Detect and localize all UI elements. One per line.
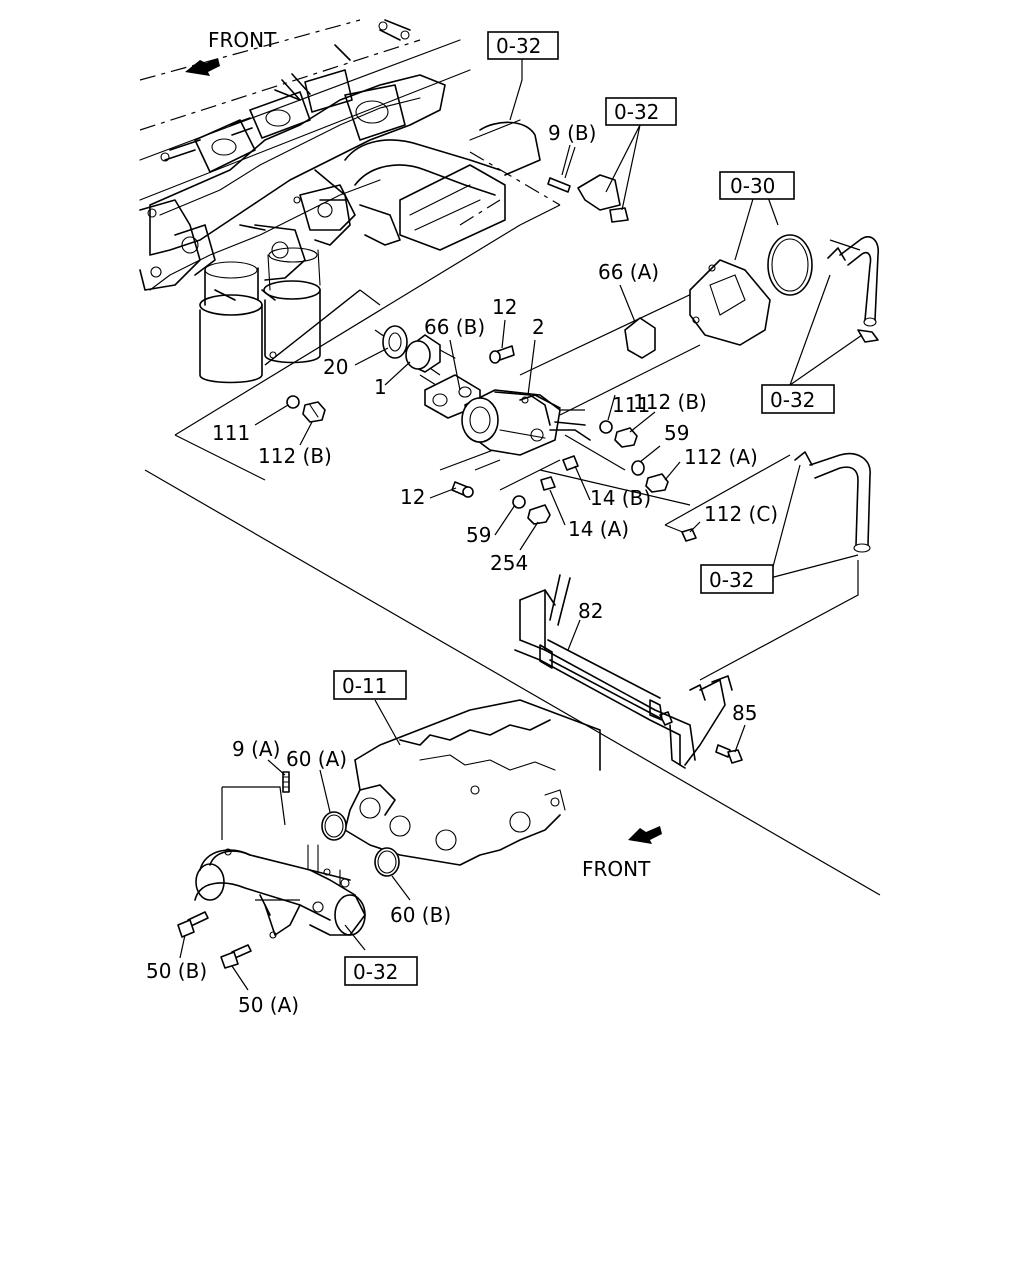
ref-box-0-30: 0-30 bbox=[719, 171, 795, 200]
part-112b-plug-left bbox=[302, 401, 326, 423]
label-part-66a: 66 (A) bbox=[598, 260, 659, 284]
part-60b-oring bbox=[374, 847, 400, 877]
label-leader-lines bbox=[179, 146, 746, 991]
label-part-111-right: 111 bbox=[612, 393, 650, 417]
part-14b-sensor bbox=[562, 455, 579, 471]
svg-text:0-30: 0-30 bbox=[730, 174, 775, 198]
svg-text:0-32: 0-32 bbox=[353, 960, 398, 984]
part-60a-oring-inner bbox=[324, 814, 344, 838]
front-arrow-bottom bbox=[628, 826, 662, 844]
label-part-50a: 50 (A) bbox=[238, 993, 299, 1017]
oil-filter bbox=[199, 247, 321, 384]
label-part-14a: 14 (A) bbox=[568, 517, 629, 541]
ref-box-0-32-top: 0-32 bbox=[487, 31, 559, 60]
part-85-bolt bbox=[715, 744, 743, 764]
part-112a-plug bbox=[645, 473, 669, 493]
ref-box-0-32-lower: 0-32 bbox=[700, 564, 774, 594]
ref-box-0-32-right: 0-32 bbox=[761, 384, 835, 414]
part-1-thermostat bbox=[405, 334, 456, 373]
ref-box-0-32-bottom: 0-32 bbox=[344, 956, 418, 986]
part-254-plug bbox=[527, 504, 551, 525]
ref-box-0-32-bracket: 0-32 bbox=[605, 97, 677, 211]
part-20-seal bbox=[382, 325, 408, 359]
part-59-oring-right bbox=[631, 460, 645, 476]
part-66a-gasket bbox=[624, 317, 656, 359]
engine-manifold-assembly bbox=[139, 19, 541, 384]
label-part-2: 2 bbox=[532, 315, 545, 339]
svg-text:0-11: 0-11 bbox=[342, 674, 387, 698]
label-part-112a: 112 (A) bbox=[684, 445, 758, 469]
svg-text:0-32: 0-32 bbox=[496, 34, 541, 58]
cylinder-head-0-11 bbox=[344, 699, 601, 866]
label-part-12-lower: 12 bbox=[400, 485, 425, 509]
part-50b-bolt bbox=[177, 911, 209, 938]
label-part-111-left: 111 bbox=[212, 421, 250, 445]
lower-coolant-hose bbox=[794, 451, 871, 553]
part-50a-bolt bbox=[220, 944, 252, 969]
label-part-82: 82 bbox=[578, 599, 603, 623]
label-part-12-upper: 12 bbox=[492, 295, 517, 319]
part-60a-oring bbox=[321, 811, 347, 841]
part-14a-sensor bbox=[540, 476, 556, 491]
svg-text:0-32: 0-32 bbox=[614, 100, 659, 124]
flange-housing-0-30 bbox=[689, 234, 813, 346]
upper-coolant-hose bbox=[827, 236, 880, 343]
part-2-thermostat-housing bbox=[461, 389, 591, 456]
label-part-14b: 14 (B) bbox=[590, 486, 651, 510]
svg-text:0-32: 0-32 bbox=[770, 388, 815, 412]
label-part-9a: 9 (A) bbox=[232, 737, 280, 761]
label-part-254: 254 bbox=[490, 551, 528, 575]
part-12-bolt-lower bbox=[451, 481, 474, 498]
label-part-20: 20 bbox=[323, 355, 348, 379]
ref-box-0-11: 0-11 bbox=[333, 670, 407, 700]
part-9a-stud bbox=[282, 771, 290, 793]
label-part-59-left: 59 bbox=[466, 523, 491, 547]
assembly-guide-lines bbox=[144, 58, 881, 951]
part-12-bolt-upper bbox=[489, 345, 515, 364]
label-part-60b: 60 (B) bbox=[390, 903, 451, 927]
front-arrow-top bbox=[185, 58, 220, 76]
label-front-top: FRONT bbox=[208, 28, 277, 52]
part-112c-nut bbox=[681, 528, 697, 542]
label-part-50b: 50 (B) bbox=[146, 959, 207, 983]
part-111-oring-right bbox=[599, 420, 613, 434]
label-part-85: 85 bbox=[732, 701, 757, 725]
label-part-60a: 60 (A) bbox=[286, 747, 347, 771]
part-60b-oring-inner bbox=[377, 850, 397, 874]
label-front-bottom: FRONT bbox=[582, 857, 651, 881]
label-part-9b: 9 (B) bbox=[548, 121, 596, 145]
part-111-oring-left bbox=[286, 395, 300, 409]
label-part-112b-left: 112 (B) bbox=[258, 444, 332, 468]
svg-text:0-32: 0-32 bbox=[709, 568, 754, 592]
manifold-studs bbox=[160, 19, 411, 162]
label-part-1: 1 bbox=[374, 375, 387, 399]
part-59-oring-left bbox=[512, 495, 526, 509]
thermostat-housing-group bbox=[286, 325, 697, 542]
part-82-pipe-assembly bbox=[514, 574, 733, 769]
label-part-112c: 112 (C) bbox=[704, 502, 778, 526]
label-part-59-right: 59 bbox=[664, 421, 689, 445]
label-part-66b: 66 (B) bbox=[424, 315, 485, 339]
water-outlet-pipe-0-32 bbox=[194, 844, 366, 939]
part-9b-stud-and-bracket bbox=[547, 174, 629, 223]
part-112b-plug-right bbox=[614, 427, 638, 448]
label-part-112b-right: 112 (B) bbox=[633, 390, 707, 414]
